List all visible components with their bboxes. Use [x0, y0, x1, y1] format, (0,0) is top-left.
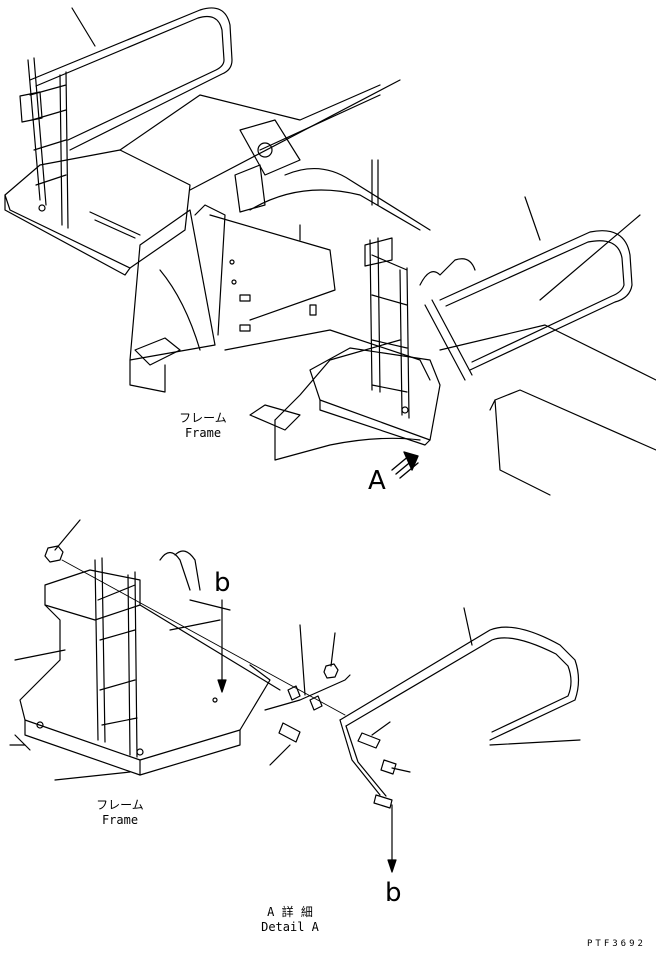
frame-label-jp: フレーム: [179, 411, 227, 425]
view-arrow-a: [391, 451, 419, 479]
detail-handrail: [339, 607, 580, 809]
view-marker-a: A: [368, 466, 386, 496]
detail-view: [9, 519, 581, 873]
section-arrow-b-bottom: [387, 804, 397, 873]
detail-frame: [9, 550, 281, 776]
leader-line: [54, 519, 81, 551]
bolt-icon: [278, 722, 301, 743]
spacer-icon: [309, 695, 323, 711]
leader-line: [330, 632, 336, 667]
leader-line: [371, 721, 391, 736]
right-handrail: [419, 196, 633, 381]
nut-icon: [323, 663, 339, 679]
bolt-icon: [380, 759, 397, 775]
left-handrail: [29, 7, 233, 151]
right-platform: [309, 347, 441, 446]
drawing-code: PTF3692: [587, 939, 646, 949]
bolt-icon: [357, 732, 381, 749]
section-marker-b-bottom: b: [385, 878, 402, 908]
detail-title-jp: A 詳 細: [267, 905, 313, 919]
main-view: [4, 7, 656, 496]
detail-fasteners: [44, 545, 397, 775]
leader-line: [391, 767, 411, 773]
detail-frame-label-en: Frame: [101, 813, 139, 827]
right-base: [439, 214, 656, 496]
detail-frame-label-jp: フレーム: [96, 798, 144, 812]
leader-line: [54, 771, 131, 781]
detail-ladder: [94, 557, 138, 758]
section-arrow-b-top: [217, 599, 227, 693]
right-ladder: [364, 237, 410, 419]
frame-label-en: Frame: [184, 426, 222, 440]
left-platform: [4, 149, 191, 276]
spacer-icon: [287, 685, 301, 701]
section-marker-b-top: b: [214, 568, 231, 598]
left-ladder: [19, 57, 69, 229]
center-cylinder: [234, 119, 431, 241]
detail-title-en: Detail A: [261, 920, 319, 934]
leader-line: [269, 744, 291, 766]
nut-icon: [44, 545, 64, 563]
leader-line: [299, 624, 306, 696]
frame-body: [119, 79, 431, 461]
leader-line: [489, 739, 581, 746]
leader-line: [259, 94, 381, 151]
